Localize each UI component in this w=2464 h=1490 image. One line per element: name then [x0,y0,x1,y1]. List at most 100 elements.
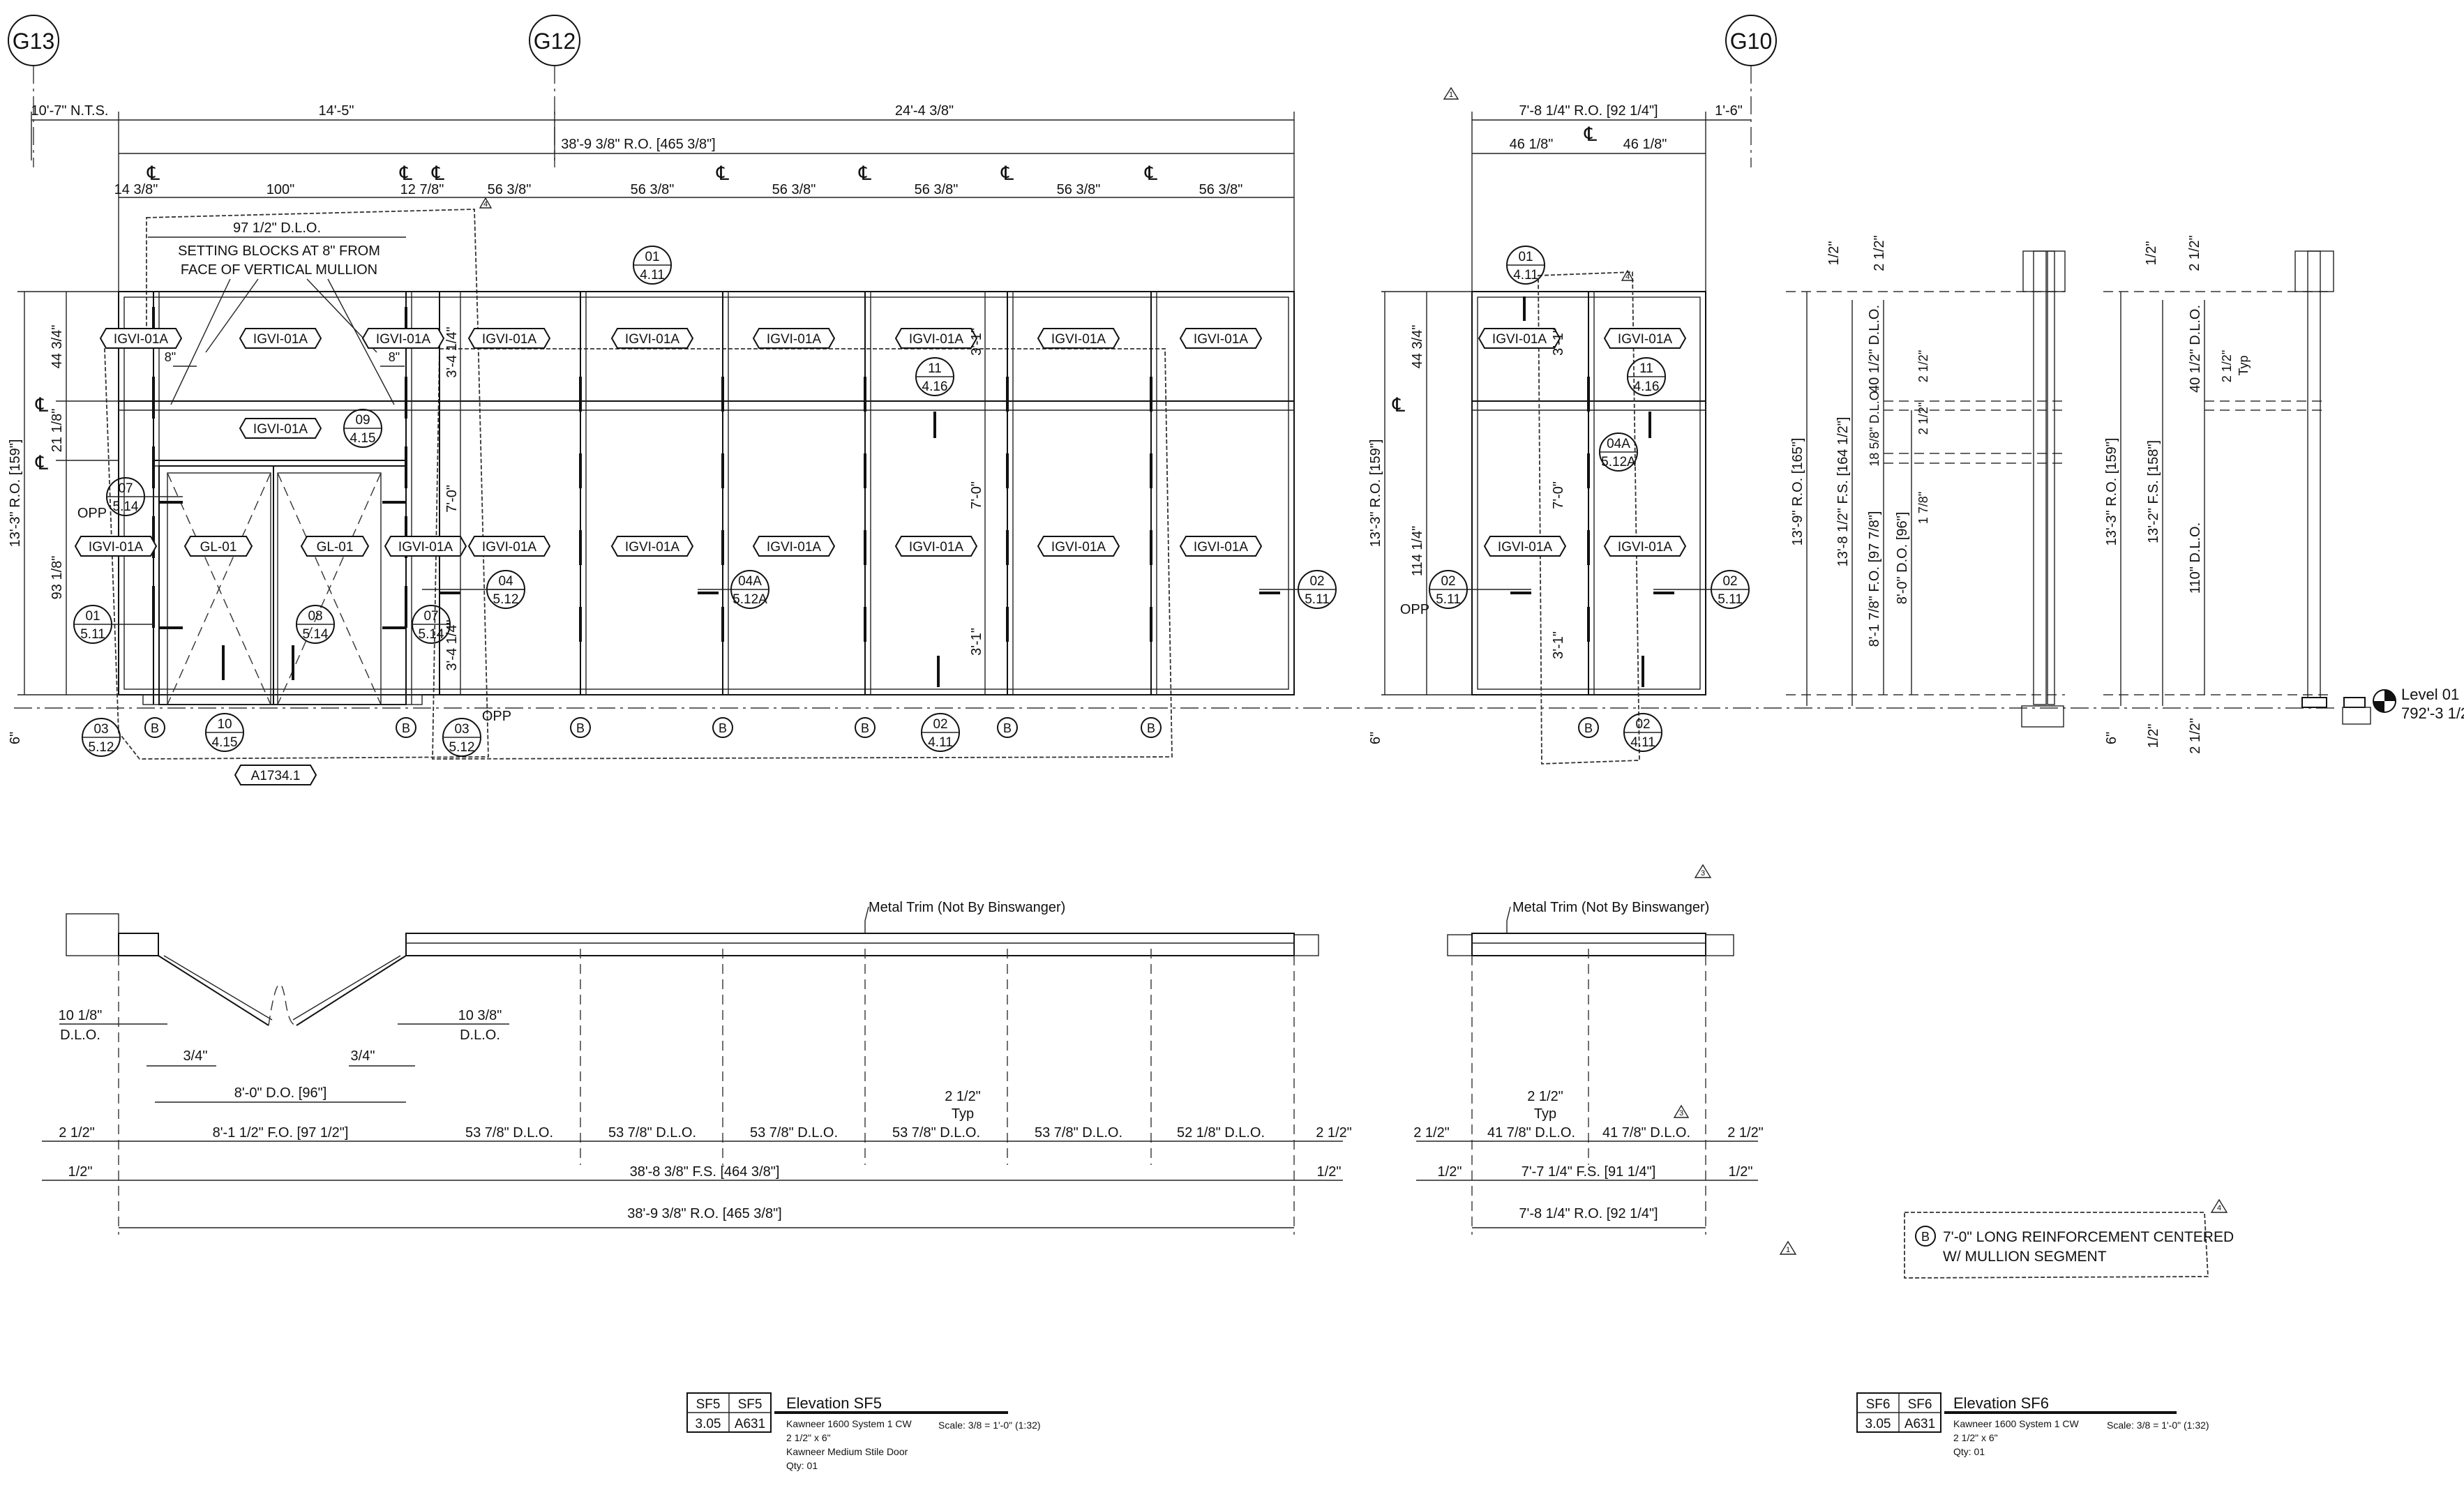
dim-ro-159: 13'-3" R.O. [159"] [2104,438,2119,546]
svg-text:5.14: 5.14 [419,627,444,642]
svg-text:07: 07 [423,609,438,624]
dim-10-3-8: 10 3/8" [458,1008,502,1023]
dim-bay: 56 3/8" [772,182,816,197]
glass-tag: IGVI-01A [894,536,978,557]
dim-bay: 56 3/8" [1057,182,1101,197]
title-block-sf5: SF5 SF5 3.05 A631 Elevation SF5 Scale: 3… [686,1392,1041,1471]
title-tag: SF5 [738,1397,763,1412]
dim-two-half: 2 1/2" [1527,1089,1563,1104]
dim-ro-total: 38'-9 3/8" R.O. [465 3/8"] [627,1206,781,1221]
svg-text:5.12: 5.12 [89,740,114,755]
svg-text:4.15: 4.15 [212,735,238,750]
dim-6: 6" [1368,732,1383,744]
revision-number: 1 [1786,1246,1790,1254]
centerline-symbol: ℄ [1584,123,1597,145]
b-marker: B [855,717,876,738]
glass-tag: IGVI-01A [239,418,322,439]
glass-tag: IGVI-01A [1037,328,1120,349]
dim-12-7-8: 12 7/8" [400,182,444,197]
svg-text:5.12A: 5.12A [733,592,767,607]
level-label: Level 01 [2401,686,2459,703]
dim-two-half: 2 1/2" [2188,718,2203,754]
dim-dlo-53: 53 7/8" D.L.O. [1035,1125,1122,1141]
note-opp: OPP [482,709,511,724]
centerline-symbol: ℄ [1144,163,1157,184]
revision-triangle-4 [1621,269,1635,281]
svg-text:IGVI-01A: IGVI-01A [1618,332,1672,347]
svg-text:IGVI-01A: IGVI-01A [625,540,679,555]
b-marker: B [1141,717,1162,738]
glass-tag-gl: GL-01 [183,536,253,557]
dim-dlo-53: 53 7/8" D.L.O. [892,1125,980,1141]
grid-bubble-g10: G10 [1725,15,1777,167]
spec-line: Kawneer 1600 System 1 CW [1953,1418,2080,1429]
spec-line: 2 1/2" x 6" [786,1432,831,1443]
detail-callout: 07 5.14 [106,477,145,516]
detail-callout: 04A 5.12A [730,570,769,609]
detail-callout: 04A 5.12A [1599,432,1638,472]
grid-label: G10 [1730,29,1772,54]
dim-3-4: 3/4" [183,1048,208,1064]
revision-triangle-1 [1779,1240,1797,1255]
scale-sf5: Scale: 3/8 = 1'-0" (1:32) [938,1420,1041,1431]
svg-text:03: 03 [454,722,469,737]
dim-two-half: 2 1/2" [1727,1125,1764,1141]
dim-fo-97: 8'-1 7/8" F.O. [97 7/8"] [1867,511,1882,647]
title-block-sf6: SF6 SF6 3.05 A631 Elevation SF6 Scale: 3… [1856,1392,2209,1457]
svg-text:5.11: 5.11 [1436,592,1461,607]
title-sf5: Elevation SF5 [786,1394,882,1412]
dim-21-1-8: 21 1/8" [50,409,65,453]
svg-text:B: B [861,721,869,735]
detail-callout: 01 4.11 [633,246,672,285]
spec-line: Qty: 01 [786,1460,818,1471]
vertical-section-1: 1/2" 2 1/2" 13'-9" R.O. [165"] 13'-8 1/2… [1786,235,2066,728]
level-elevation: 792'-3 1/2" [2401,705,2464,722]
svg-text:01: 01 [85,609,100,624]
svg-text:IGVI-01A: IGVI-01A [253,422,308,437]
svg-text:03: 03 [93,722,108,737]
svg-text:IGVI-01A: IGVI-01A [482,332,536,347]
dim-sf6-1-6: 1'-6" [1715,103,1743,119]
vertical-section-2: 1/2" 2 1/2" 13'-3" R.O. [159"] 13'-2" F.… [2103,235,2464,754]
svg-text:02: 02 [1722,574,1737,589]
revision-number: 1 [1449,91,1453,99]
spec-line: Qty: 01 [1953,1446,1985,1457]
svg-text:5.11: 5.11 [80,627,105,642]
dim-bay: 56 3/8" [631,182,675,197]
note-metal-trim: Metal Trim (Not By Binswanger) [1512,900,1709,915]
detail-callouts-sf5: 01 4.11 11 4.16 09 4.15 07 5.14 01 5.11 … [73,246,1337,757]
svg-text:B: B [1003,721,1012,735]
dim-dlo-40: 40 1/2" D.L.O. [1867,305,1882,393]
dim-3-1: 3'-1" [1551,631,1566,659]
dim-half: 1/2" [1729,1164,1753,1180]
scale-sf6: Scale: 3/8 = 1'-0" (1:32) [2107,1420,2209,1431]
svg-text:10: 10 [217,717,232,732]
svg-text:GL-01: GL-01 [317,540,354,555]
svg-text:IGVI-01A: IGVI-01A [1194,332,1248,347]
svg-text:4.11: 4.11 [1630,735,1655,750]
svg-text:IGVI-01A: IGVI-01A [909,332,963,347]
detail-callout: 11 4.16 [1627,357,1666,396]
svg-text:02: 02 [1635,717,1650,732]
elevation-sf5 [118,291,1295,705]
dim-dlo-97: 97 1/2" D.L.O. [233,220,321,236]
svg-text:B: B [576,721,585,735]
dim-114: 114 1/4" [1410,526,1425,576]
title-tag: A631 [735,1417,765,1431]
svg-text:4.16: 4.16 [1634,379,1660,394]
svg-text:B: B [402,721,410,735]
dim-two-half: 2 1/2" [1316,1125,1352,1141]
title-tag: SF6 [1908,1397,1932,1412]
dim-44-3-4: 44 3/4" [1410,325,1425,369]
dim-sf6-ro: 7'-8 1/4" R.O. [92 1/4"] [1519,103,1658,119]
dim-half: 1/2" [1317,1164,1342,1180]
revision-number: 4 [483,200,488,209]
dim-14-5: 14'-5" [319,103,354,119]
spec-line: Kawneer Medium Stile Door [786,1446,908,1457]
revision-triangle-3 [1694,864,1712,878]
detail-callout: 03 5.12 [82,718,121,757]
svg-text:01: 01 [1518,250,1533,264]
svg-text:IGVI-01A: IGVI-01A [482,540,536,555]
svg-text:04A: 04A [738,574,762,589]
dim-3-1: 3'-1" [1551,328,1566,356]
